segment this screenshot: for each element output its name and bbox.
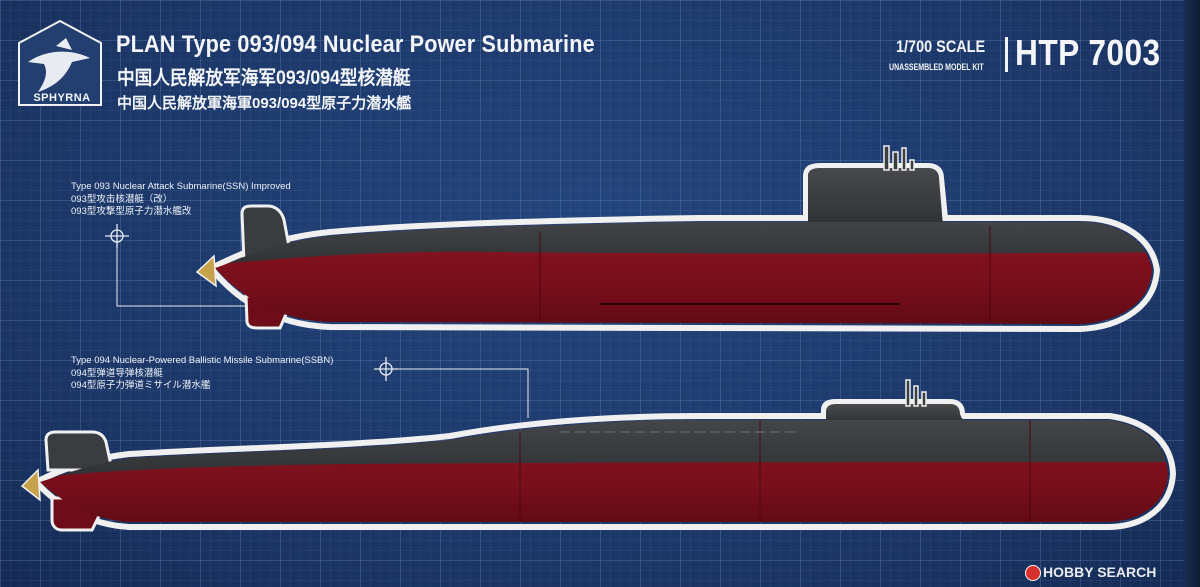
logo-text: SPHYRNA [33, 92, 91, 104]
logo-wordmark: SPHYRNA [24, 92, 100, 104]
type-094-label-en: Type 094 Nuclear-Powered Ballistic Missi… [71, 355, 334, 366]
type-093-label-group: Type 093 Nuclear Attack Submarine(SSN) I… [71, 181, 291, 219]
kit-note: UNASSEMBLED MODEL KIT [889, 62, 984, 72]
title-chinese: 中国人民解放军海军093/094型核潜艇 [117, 68, 411, 89]
scale-label: 1/700 SCALE [896, 37, 986, 56]
type-093-label-jp: 093型攻撃型原子力潜水艦改 [71, 206, 192, 217]
type-094-label-jp: 094型原子力弾道ミサイル潜水艦 [71, 380, 211, 391]
title-english: PLAN Type 093/094 Nuclear Power Submarin… [116, 31, 595, 58]
type-093-label-cn: 093型攻击核潜艇（改） [71, 193, 173, 205]
title-japanese: 中国人民解放軍海軍093/094型原子力潜水艦 [117, 95, 412, 112]
type-093-submarine [105, 145, 1161, 333]
watermark-text: HOBBY SEARCH [1043, 564, 1157, 580]
sphyrna-logo [18, 19, 102, 106]
crosshair-icon [374, 357, 398, 381]
type-094-label-cn: 094型弹道导弹核潜艇 [71, 367, 163, 379]
watermark-logo-icon [1025, 565, 1041, 581]
box-edge [1184, 0, 1200, 587]
type-093-label-en: Type 093 Nuclear Attack Submarine(SSN) I… [71, 181, 291, 192]
product-code: HTP 7003 [1015, 32, 1161, 73]
header-divider [1005, 37, 1008, 72]
crosshair-icon [105, 224, 129, 248]
type-094-label-group: Type 094 Nuclear-Powered Ballistic Missi… [71, 355, 333, 393]
